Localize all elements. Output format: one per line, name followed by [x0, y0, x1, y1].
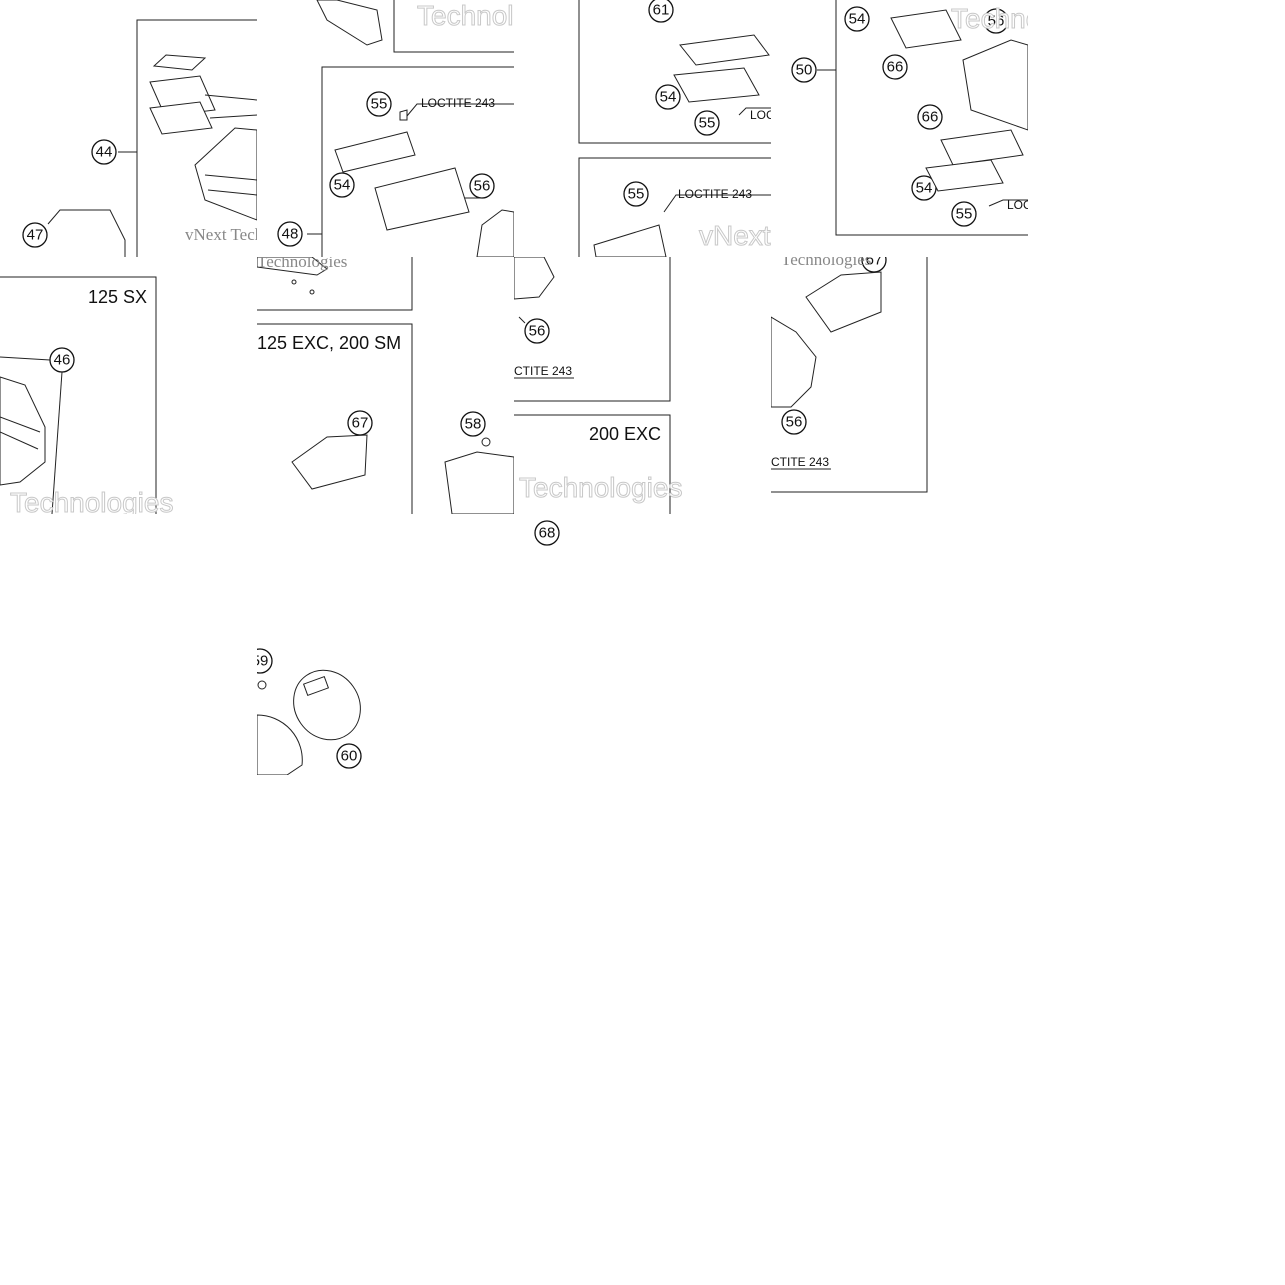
svg-text:67: 67	[352, 415, 369, 432]
callout-66: 66	[917, 104, 943, 130]
svg-text:LOC: LOC	[750, 108, 771, 122]
svg-text:61: 61	[653, 2, 670, 19]
callout-58: 58	[460, 411, 486, 437]
parts-diagram-fragment: 125 EXC, 200 SM 67 58 Technologies	[257, 257, 514, 514]
svg-text:48: 48	[282, 226, 299, 243]
callout-56: 56	[781, 409, 807, 435]
parts-diagram-fragment: 59 60	[257, 648, 362, 775]
svg-text:55: 55	[371, 96, 388, 113]
diagram-tile-200-exc: 200 EXC 56 CTITE 243 Technologies	[514, 257, 771, 514]
svg-text:46: 46	[54, 352, 71, 369]
callout-56: 56	[983, 8, 1009, 34]
callout-44: 44	[91, 139, 117, 165]
svg-text:Technologies: Technologies	[519, 472, 682, 503]
svg-text:67: 67	[866, 257, 883, 269]
parts-diagram-fragment: 61 54 55 55 LOC LOCTITE 243 vNext	[578, 0, 771, 257]
svg-text:66: 66	[922, 109, 939, 126]
callout-60: 60	[336, 743, 362, 769]
svg-text:66: 66	[887, 59, 904, 76]
diagram-tile-callout-44: 44 47 vNext Technologies	[0, 0, 257, 257]
parts-diagram-fragment: 125 SX 46 Technologies	[0, 276, 174, 514]
svg-text:54: 54	[660, 89, 677, 106]
svg-text:CTITE 243: CTITE 243	[771, 455, 829, 469]
callout-55: 55	[366, 91, 392, 117]
callout-55: 55	[951, 201, 977, 227]
svg-text:60: 60	[341, 748, 358, 765]
svg-text:54: 54	[916, 180, 933, 197]
parts-diagram-fragment: 200 EXC 56 CTITE 243 Technologies	[514, 257, 683, 514]
svg-text:56: 56	[988, 13, 1005, 30]
hose-clamp-icon	[293, 669, 361, 741]
callout-54: 54	[911, 175, 937, 201]
svg-text:58: 58	[465, 416, 482, 433]
callout-68: 68	[534, 520, 560, 546]
callout-54: 54	[655, 84, 681, 110]
svg-text:Technologies: Technologies	[781, 257, 871, 269]
diagram-tile-125-exc-200-sm: 125 EXC, 200 SM 67 58 Technologies	[257, 257, 514, 514]
callout-59: 59	[257, 648, 273, 674]
svg-text:LOCTITE 243: LOCTITE 243	[678, 187, 752, 201]
diagram-tile-callout-50: 50 54 56 66 66 54 55 LOC Technologies	[771, 0, 1028, 257]
diagram-tile-callout-61: 61 54 55 55 LOC LOCTITE 243 vNext	[514, 0, 771, 257]
callout-67: 67	[861, 257, 887, 273]
svg-text:68: 68	[539, 525, 556, 542]
svg-text:Technologies: Technologies	[257, 257, 347, 271]
callout-67: 67	[347, 410, 373, 436]
diagram-tile-125-sx: 125 SX 46 Technologies	[0, 257, 257, 514]
callout-54: 54	[329, 172, 355, 198]
svg-text:Technologies: Technologies	[417, 0, 514, 31]
svg-text:50: 50	[796, 62, 813, 79]
parts-diagram-fragment: 67 56 CTITE 243 Technologies	[771, 257, 928, 493]
parts-diagram-fragment: 48 55 54 56 LOCTITE 243 Technologies	[277, 0, 514, 257]
diagram-tile-callout-68: 68	[514, 514, 771, 554]
callout-54: 54	[844, 6, 870, 32]
callout-66: 66	[882, 54, 908, 80]
callout-61: 61	[648, 0, 674, 23]
parts-diagram-fragment: 44 47 vNext Technologies	[22, 19, 257, 257]
svg-text:59: 59	[257, 653, 268, 670]
callout-55: 55	[623, 181, 649, 207]
diagram-tile-callout-48: 48 55 54 56 LOCTITE 243 Technologies	[257, 0, 514, 257]
callout-56: 56	[469, 173, 495, 199]
callout-47: 47	[22, 222, 48, 248]
svg-text:vNext: vNext	[699, 220, 771, 251]
svg-text:vNext Technologies: vNext Technologies	[185, 225, 257, 244]
svg-text:Technologies: Technologies	[951, 3, 1028, 34]
loctite-label: LOCTITE 243	[421, 96, 495, 110]
svg-text:56: 56	[474, 178, 491, 195]
svg-text:55: 55	[699, 115, 716, 132]
callout-50: 50	[791, 57, 817, 83]
svg-text:54: 54	[334, 177, 351, 194]
svg-text:CTITE 243: CTITE 243	[514, 364, 572, 378]
callout-55: 55	[694, 110, 720, 136]
diagram-tile-callout-67: 67 56 CTITE 243 Technologies	[771, 257, 1028, 514]
svg-text:LOC: LOC	[1007, 198, 1028, 212]
callout-46: 46	[49, 347, 75, 373]
svg-text:56: 56	[786, 414, 803, 431]
parts-diagram-fragment: 68	[534, 520, 560, 546]
model-title-125-sx: 125 SX	[88, 287, 147, 307]
callout-56: 56	[524, 318, 550, 344]
diagram-tile-clamp: 59 60	[257, 645, 514, 775]
svg-text:55: 55	[628, 186, 645, 203]
svg-text:56: 56	[529, 323, 546, 340]
svg-text:47: 47	[27, 227, 44, 244]
svg-text:Technologies: Technologies	[10, 487, 173, 514]
svg-text:55: 55	[956, 206, 973, 223]
model-title-125-exc-200-sm: 125 EXC, 200 SM	[257, 333, 401, 353]
model-title-200-exc: 200 EXC	[589, 424, 661, 444]
parts-diagram-fragment: 50 54 56 66 66 54 55 LOC Technologies	[791, 0, 1028, 236]
callout-48: 48	[277, 221, 303, 247]
svg-text:54: 54	[849, 11, 866, 28]
svg-text:44: 44	[96, 144, 113, 161]
